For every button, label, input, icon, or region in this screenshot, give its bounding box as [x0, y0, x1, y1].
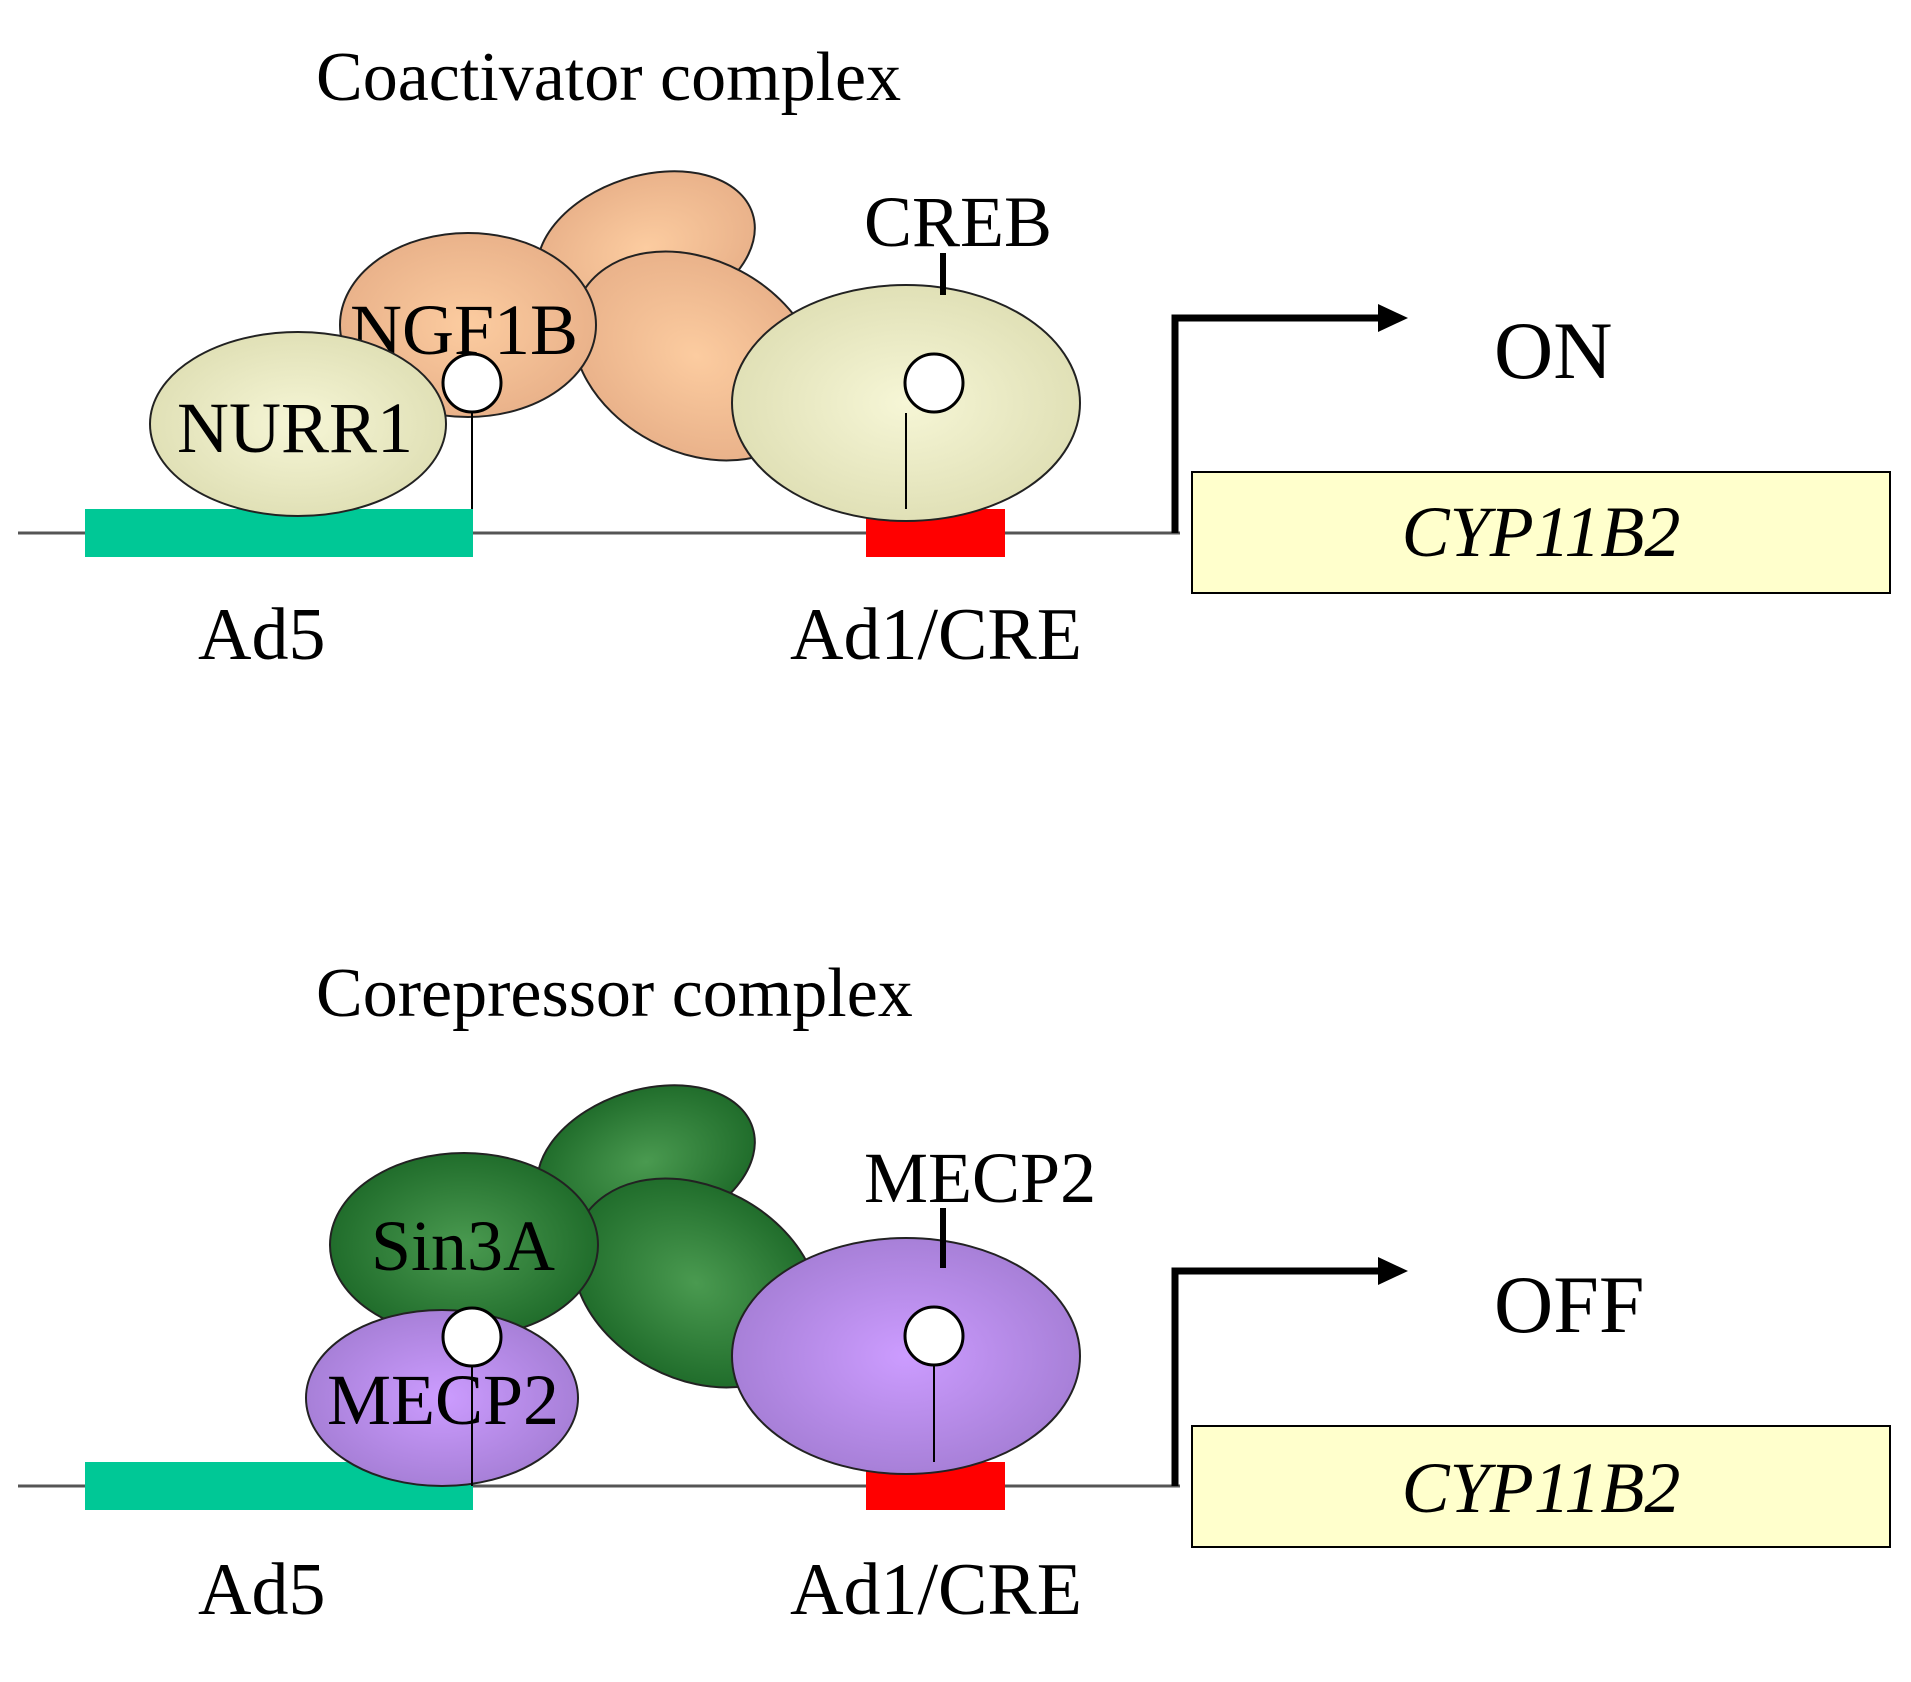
state-label: ON — [1494, 305, 1612, 396]
sin3a-label: Sin3A — [371, 1206, 555, 1286]
mecp2-protein-left — [305, 1309, 579, 1487]
tss-arrow — [1171, 1267, 1386, 1486]
state-label: OFF — [1494, 1259, 1644, 1350]
panel-title: Corepressor complex — [316, 955, 913, 1032]
nurr1-protein — [149, 331, 447, 517]
panel-title: Coactivator complex — [316, 39, 901, 116]
ad5-label: Ad5 — [198, 1549, 325, 1631]
gene-box — [1191, 471, 1891, 594]
unmethylated-cpg-icon — [441, 352, 503, 414]
creb-label: CREB — [864, 182, 1052, 262]
nurr1-label: NURR1 — [177, 388, 413, 468]
ad5-site — [85, 509, 473, 557]
creb-protein — [731, 284, 1081, 522]
mecp2-label-left: MECP2 — [327, 1360, 559, 1440]
ad1-cre-label: Ad1/CRE — [790, 594, 1082, 676]
cpg-icon — [903, 1305, 965, 1367]
ad1-cre-label: Ad1/CRE — [790, 1549, 1082, 1631]
unmethylated-cpg-icon — [903, 352, 965, 414]
corepressor-panel: Corepressor complex Sin3A MECP2 MECP2 OF… — [18, 955, 1891, 1631]
mecp2-protein-right — [731, 1237, 1081, 1475]
gene-box — [1191, 1425, 1891, 1548]
mecp2-label-right: MECP2 — [864, 1138, 1096, 1218]
gene-label: CYP11B2 — [1402, 492, 1681, 572]
coactivator-panel: Coactivator complex NGF1B NURR1 CREB ON … — [18, 39, 1891, 676]
arrowhead-icon — [1378, 304, 1408, 332]
arrowhead-icon — [1378, 1257, 1408, 1285]
cpg-icon — [441, 1306, 503, 1368]
tss-arrow — [1171, 314, 1386, 533]
gene-label: CYP11B2 — [1402, 1448, 1681, 1528]
ad5-label: Ad5 — [198, 594, 325, 676]
